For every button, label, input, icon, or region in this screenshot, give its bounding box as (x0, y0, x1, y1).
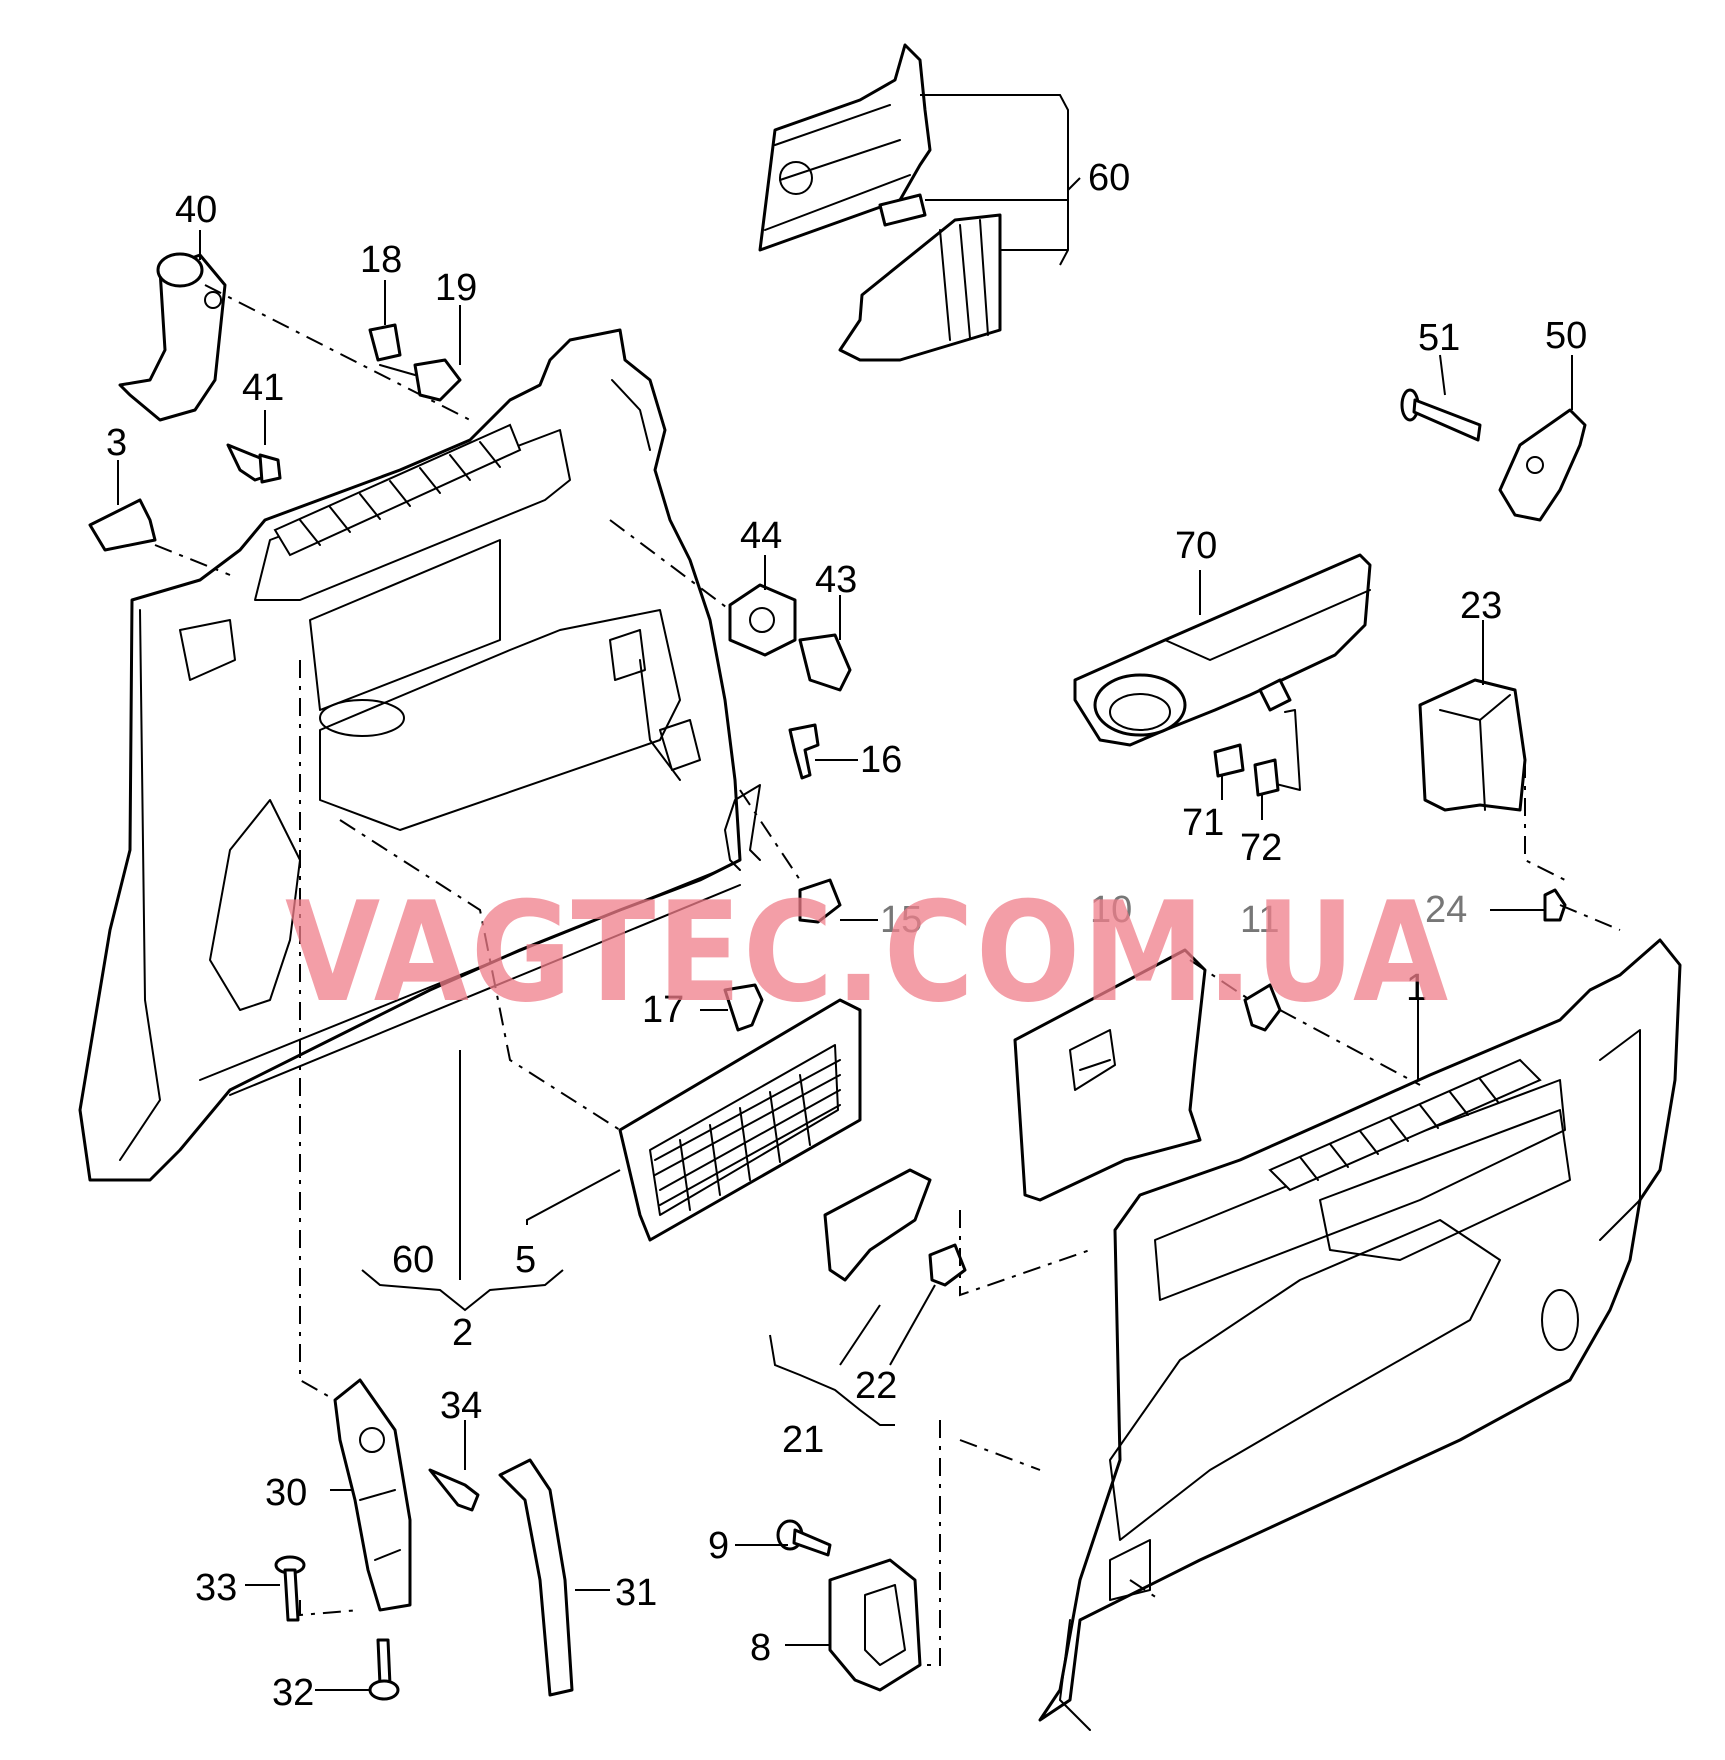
callout-60-bottom: 60 (392, 1239, 434, 1281)
screw-32 (368, 1638, 400, 1701)
plug-24 (1543, 888, 1567, 922)
callout-44: 44 (740, 515, 782, 557)
callout-50: 50 (1545, 315, 1587, 357)
callout-9: 9 (708, 1525, 729, 1567)
callout-21: 21 (782, 1419, 824, 1461)
right-trim-panel (1038, 938, 1682, 1731)
callout-71: 71 (1182, 802, 1224, 844)
lamp-bulb-43 (798, 633, 852, 692)
clip-15 (798, 878, 842, 924)
callout-31: 31 (615, 1572, 657, 1614)
callout-17: 17 (642, 989, 684, 1031)
callout-24: 24 (1425, 889, 1467, 931)
bracket-40 (118, 252, 227, 422)
callout-41: 41 (242, 367, 284, 409)
callout-51: 51 (1418, 317, 1460, 359)
clip-3 (88, 498, 157, 552)
handle-8 (828, 1558, 922, 1692)
cover-23 (1418, 678, 1527, 812)
leader-lines (117, 94, 1573, 1691)
callout-30: 30 (265, 1472, 307, 1514)
callout-40: 40 (175, 189, 217, 231)
pocket-assembly-60 (758, 43, 1002, 362)
lamp-socket-44 (728, 583, 797, 657)
callout-11: 11 (1240, 899, 1279, 941)
callout-1: 1 (1406, 967, 1427, 1009)
screw-16 (788, 723, 820, 780)
callout-labels: 40 18 19 41 3 60 51 50 44 43 70 23 16 71… (106, 157, 1587, 1714)
callout-8: 8 (750, 1627, 771, 1669)
callout-22: 22 (855, 1365, 897, 1407)
watermark: VAGTEC.COM.UA (285, 872, 1450, 1033)
callout-60-top: 60 (1088, 157, 1130, 199)
bracket-16 (724, 784, 761, 871)
callout-10: 10 (1090, 889, 1132, 931)
bracket-30 (333, 1378, 412, 1612)
cup-holder-70 (1073, 553, 1372, 747)
clip-11 (1243, 983, 1282, 1032)
left-trim-panel (78, 328, 742, 1182)
assembly-lines (154, 284, 1621, 1666)
clip-17 (723, 983, 764, 1032)
clip-22 (928, 1243, 967, 1287)
callout-5: 5 (515, 1239, 536, 1281)
clip-18 (368, 323, 402, 362)
trim-strip-31 (498, 1458, 574, 1697)
bracket-70 (1259, 709, 1301, 791)
right-grille (1268, 1058, 1542, 1192)
callout-70: 70 (1175, 525, 1217, 567)
left-grille (273, 423, 522, 557)
callout-33: 33 (195, 1567, 237, 1609)
screw-34 (428, 1468, 480, 1512)
screw-9 (776, 1519, 832, 1557)
callout-32: 32 (272, 1672, 314, 1714)
callout-16: 16 (860, 739, 902, 781)
callout-34: 34 (440, 1385, 482, 1427)
bolt-51 (1400, 388, 1482, 442)
callout-19: 19 (435, 267, 477, 309)
nut-71 (1213, 743, 1245, 778)
callout-15: 15 (880, 899, 922, 941)
bracket-50 (1498, 408, 1587, 522)
panel-10 (1013, 948, 1207, 1202)
callout-23: 23 (1460, 585, 1502, 627)
bolt-41 (226, 443, 282, 484)
clip-72 (1253, 758, 1280, 797)
cover-21 (823, 1168, 932, 1282)
screw-19 (379, 358, 462, 402)
callout-72: 72 (1240, 827, 1282, 869)
callout-18: 18 (360, 239, 402, 281)
screw-33 (274, 1555, 306, 1622)
callout-43: 43 (815, 559, 857, 601)
net-5 (618, 998, 862, 1242)
callout-2: 2 (452, 1312, 473, 1354)
callout-3: 3 (106, 422, 127, 464)
